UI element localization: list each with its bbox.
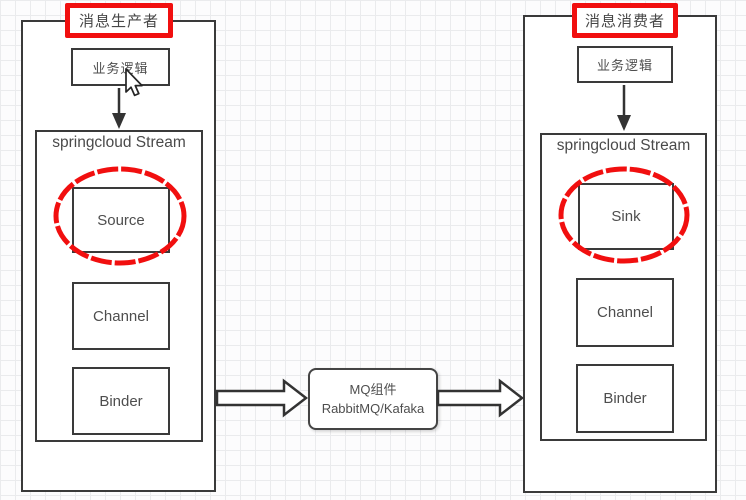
- producer-business-logic-box: 业务逻辑: [71, 48, 170, 86]
- mq-component-box: MQ组件 RabbitMQ/Kafaka: [308, 368, 438, 430]
- producer-source-label: Source: [97, 211, 145, 229]
- consumer-binder-label: Binder: [603, 390, 647, 407]
- producer-binder-label: Binder: [99, 392, 143, 410]
- consumer-sink-box: Sink: [578, 183, 674, 250]
- producer-business-logic-label: 业务逻辑: [92, 60, 149, 76]
- mq-label-line1: MQ组件: [349, 381, 397, 397]
- producer-channel-label: Channel: [93, 307, 149, 325]
- consumer-binder-box: Binder: [576, 364, 674, 433]
- producer-title: 消息生产者: [78, 13, 159, 30]
- mq-to-consumer-arrow-icon: [436, 378, 525, 418]
- consumer-title-highlight-box: 消息消费者: [572, 3, 678, 38]
- producer-title-highlight-box: 消息生产者: [65, 3, 173, 38]
- producer-to-mq-arrow-icon: [215, 378, 309, 418]
- consumer-business-logic-box: 业务逻辑: [577, 46, 673, 83]
- producer-stream-label: springcloud Stream: [52, 134, 186, 151]
- consumer-business-logic-label: 业务逻辑: [596, 58, 653, 73]
- mq-label-line2: RabbitMQ/Kafaka: [321, 401, 425, 416]
- consumer-channel-box: Channel: [576, 278, 674, 347]
- consumer-sink-label: Sink: [611, 208, 641, 225]
- consumer-title: 消息消费者: [584, 13, 665, 30]
- producer-source-box: Source: [72, 187, 170, 253]
- producer-binder-box: Binder: [72, 367, 170, 435]
- producer-channel-box: Channel: [72, 282, 170, 350]
- consumer-channel-label: Channel: [597, 304, 653, 321]
- consumer-stream-label: springcloud Stream: [556, 137, 691, 154]
